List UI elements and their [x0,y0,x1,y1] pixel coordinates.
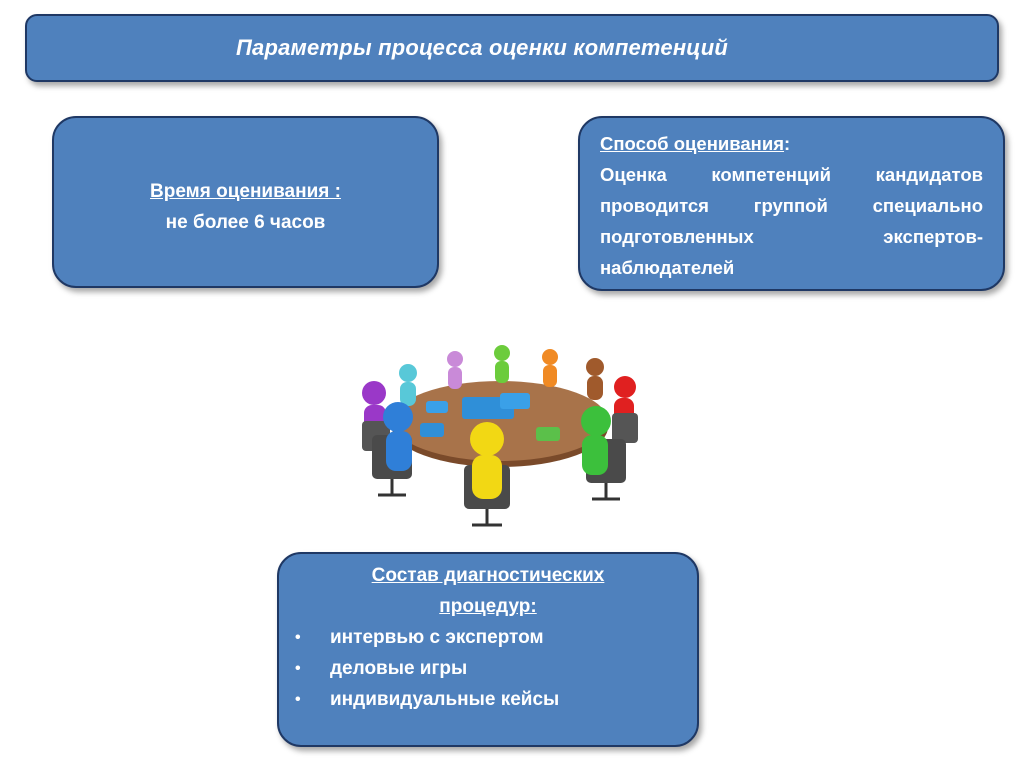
procedures-heading-line2: процедур: [439,596,537,617]
title-banner: Параметры процесса оценки компетенций [25,14,999,82]
list-item: •индивидуальные кейсы [295,684,697,715]
puzzle-piece-icon [420,423,444,437]
assessment-time-box: Время оценивания : не более 6 часов [52,116,439,288]
list-item: •деловые игры [295,653,697,684]
person-figure-icon [372,402,413,479]
puzzle-piece-icon [500,393,530,409]
person-figure-icon [586,358,604,400]
person-figure-icon [612,376,638,443]
person-figure-icon [581,406,626,483]
puzzle-piece-icon [426,401,448,413]
puzzle-piece-icon [536,427,560,441]
slide-title: Параметры процесса оценки компетенций [235,35,728,60]
assessment-method-box: Способ оценивания: Оценка компетенций ка… [578,116,1005,291]
time-value: не более 6 часов [165,212,326,233]
person-figure-icon [542,349,558,387]
procedures-list: •интервью с экспертом •деловые игры •инд… [279,622,697,715]
procedures-heading-line1: Состав диагностических [371,565,605,586]
method-heading-colon: : [784,133,791,154]
person-figure-icon [494,345,510,383]
bullet-icon: • [295,691,301,708]
list-item: •интервью с экспертом [295,622,697,653]
bullet-icon: • [295,629,301,646]
procedures-box: Состав диагностических процедур: •интерв… [277,552,699,747]
method-heading: Способ оценивания [600,133,785,154]
time-heading: Время оценивания : [150,181,341,202]
method-heading-line: Способ оценивания: [600,128,983,159]
person-figure-icon [447,351,463,389]
method-body: Оценка компетенций кандидатов проводится… [600,164,983,278]
round-table-illustration [362,345,638,527]
person-figure-icon [464,422,510,509]
bullet-icon: • [295,660,301,677]
person-figure-icon [399,364,417,406]
